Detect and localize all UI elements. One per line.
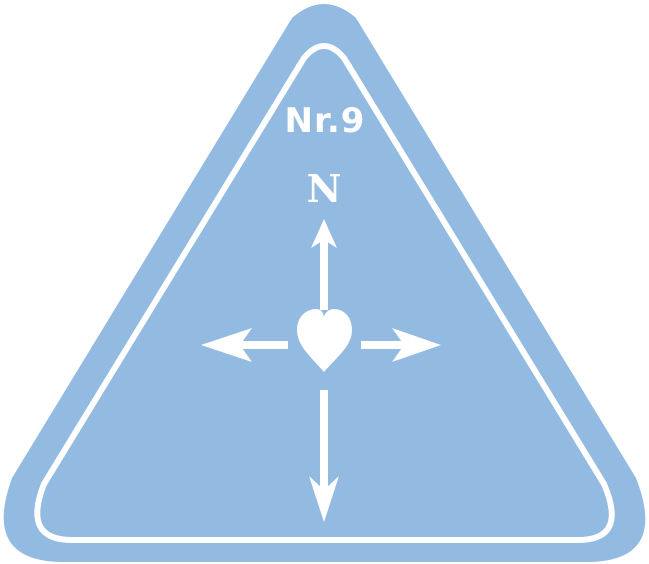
badge-inner-border — [34, 43, 615, 543]
arrow-up-icon — [311, 219, 337, 310]
arrow-left-icon — [201, 328, 288, 362]
heart-icon — [297, 309, 352, 372]
arrow-down-icon — [309, 390, 339, 522]
badge-number-label: Nr.9 — [285, 101, 366, 141]
north-label: N — [307, 166, 342, 211]
arrow-right-icon — [361, 328, 441, 362]
